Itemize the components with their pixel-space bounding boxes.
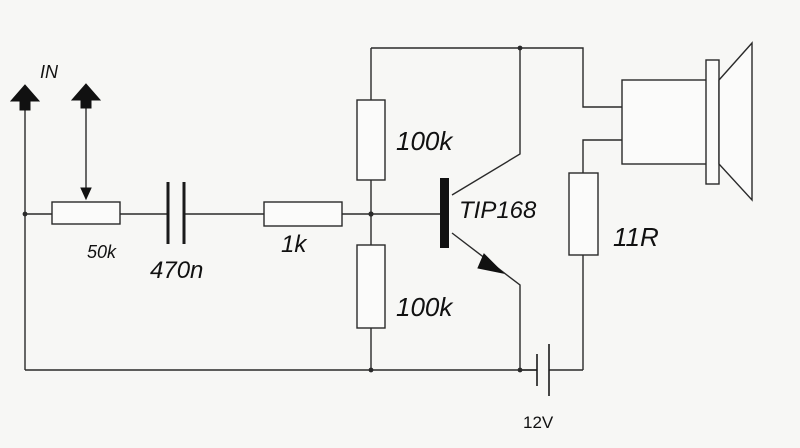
bias-top-label: 100k: [396, 126, 454, 156]
capacitor: [166, 182, 186, 244]
battery-voltage-label: 12V: [523, 413, 554, 432]
junctions: [22, 45, 523, 373]
transistor-label: TIP168: [459, 197, 537, 224]
load-resistor-label: 11R: [613, 222, 659, 252]
series-resistor-label: 1k: [281, 231, 308, 258]
series-resistor: [263, 201, 343, 227]
battery: [536, 344, 550, 396]
input-label: IN: [40, 62, 59, 82]
junction-input: [22, 211, 28, 217]
junction-bottom-emitter: [517, 367, 523, 373]
capacitor-value-label: 470n: [150, 257, 203, 284]
junction-base: [368, 211, 374, 217]
emitter-arrow-icon: [477, 253, 505, 274]
transistor: [440, 178, 505, 274]
load-resistor: [568, 172, 599, 256]
input-arrow-icon: [9, 84, 41, 111]
bias-resistor-top: [356, 99, 386, 181]
junction-bottom-bias: [368, 367, 374, 373]
wiper-arrow-icon: [70, 83, 102, 201]
bias-resistor-bottom: [356, 244, 386, 329]
pot-value-label: 50k: [87, 242, 117, 262]
potentiometer: [51, 201, 121, 225]
speaker-icon: [621, 41, 753, 202]
junction-top: [517, 45, 523, 51]
bias-bottom-label: 100k: [396, 292, 454, 322]
wiring: [24, 47, 622, 371]
